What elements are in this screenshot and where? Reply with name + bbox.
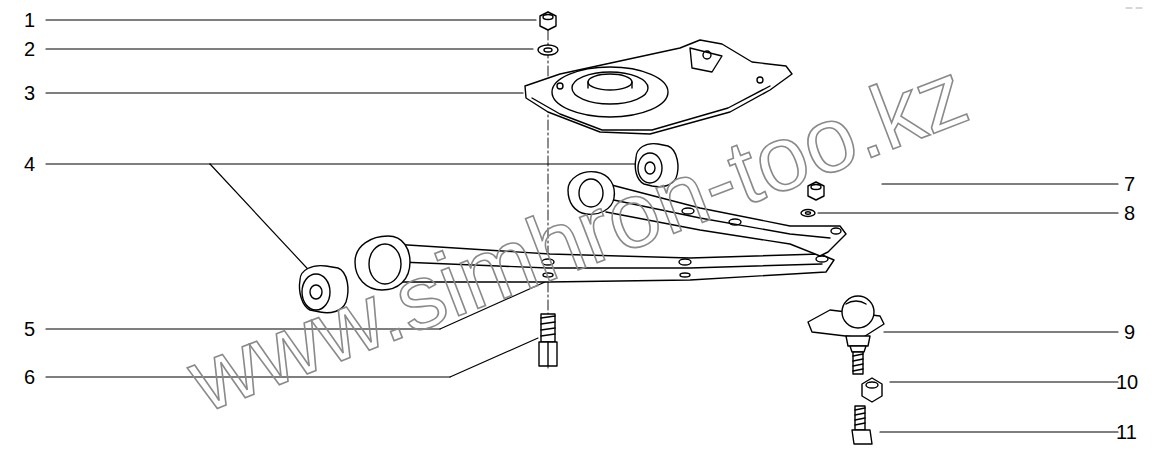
callout-number: 8 [1124, 203, 1135, 223]
callout-number: 11 [1116, 422, 1137, 442]
callout-number: 6 [24, 367, 35, 387]
callout-number: 5 [24, 319, 35, 339]
callout-number: 9 [1124, 322, 1135, 342]
callout-number: 3 [24, 83, 35, 103]
callout-number: 7 [1124, 174, 1135, 194]
callout-number: 1 [24, 10, 35, 30]
callout-number: 2 [24, 39, 35, 59]
callout-number: 10 [1116, 372, 1138, 392]
callout-number: 4 [24, 154, 35, 174]
